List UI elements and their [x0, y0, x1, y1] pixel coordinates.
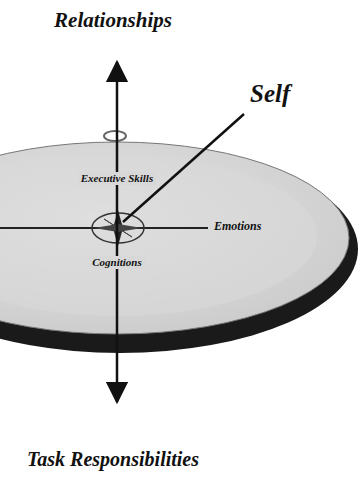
compass-inner-face: [0, 156, 317, 316]
axis-label: Relationships: [54, 8, 172, 32]
compass-label: Executive Skills: [78, 172, 156, 185]
double-arrow: [116, 62, 119, 402]
callout-label: Self: [250, 80, 290, 109]
compass-bail: [104, 131, 126, 141]
compass-label: Emotions: [214, 220, 261, 234]
leader-line: [123, 114, 244, 222]
compass-label: Cognitions: [89, 256, 145, 269]
compass-face: [0, 142, 349, 334]
axis-label: Task Responsibilities: [27, 448, 199, 471]
